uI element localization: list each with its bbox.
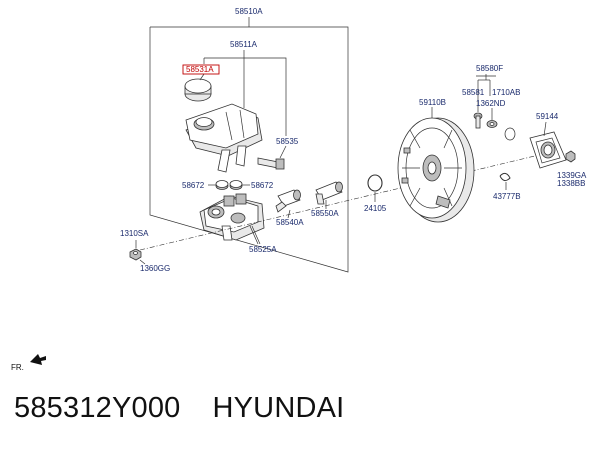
label-59110B: 59110B (419, 98, 446, 107)
booster-bolt (473, 112, 483, 129)
label-58535: 58535 (276, 137, 299, 146)
booster-bracket-group (476, 74, 496, 112)
label-1310SA: 1310SA (120, 229, 149, 238)
mounting-pin (249, 225, 261, 245)
brake-booster (397, 107, 475, 223)
label-58525A: 58525A (249, 245, 277, 254)
label-1360GG: 1360GG (140, 264, 170, 273)
push-rod (315, 181, 343, 209)
label-58672-left: 58672 (182, 181, 205, 190)
label-58672-right: 58672 (251, 181, 274, 190)
label-58550A: 58550A (311, 209, 339, 218)
part-caption: 585312Y000 HYUNDAI (14, 392, 344, 425)
label-1339GA: 1339GA (557, 171, 587, 180)
label-24105: 24105 (364, 204, 387, 213)
reservoir-cap (184, 73, 212, 102)
label-58580F: 58580F (476, 64, 503, 73)
axis-centerline (139, 149, 561, 251)
master-cylinder (199, 193, 265, 241)
label-1362ND: 1362ND (476, 99, 506, 108)
highlight-box (182, 64, 220, 75)
label-front-direction: FR. (11, 363, 24, 372)
assembly-frame (149, 26, 349, 273)
label-58511A: 58511A (230, 40, 258, 49)
retaining-clip (499, 172, 511, 190)
label-43777B: 43777B (493, 192, 521, 201)
mounting-nut (129, 240, 146, 265)
label-58581: 58581 (462, 88, 485, 97)
bracket-58511A (204, 57, 287, 136)
brand-name: HYUNDAI (212, 392, 345, 424)
label-1338BB: 1338BB (557, 179, 585, 188)
brake-fluid-reservoir (185, 103, 263, 173)
booster-washer (486, 108, 498, 128)
primary-piston (275, 189, 301, 219)
grommet-left (208, 180, 229, 190)
booster-gasket (504, 121, 567, 169)
label-58510A: 58510A (235, 7, 263, 16)
booster-nut (565, 150, 576, 163)
label-58540A: 58540A (276, 218, 304, 227)
label-58531A: 58531A (186, 65, 214, 74)
reservoir-bolt (257, 145, 287, 170)
label-1710AB: 1710AB (492, 88, 520, 97)
label-59144: 59144 (536, 112, 559, 121)
o-ring (367, 174, 383, 202)
front-arrow-icon (30, 354, 46, 365)
part-number: 585312Y000 (14, 392, 181, 424)
grommet-right (229, 180, 250, 190)
